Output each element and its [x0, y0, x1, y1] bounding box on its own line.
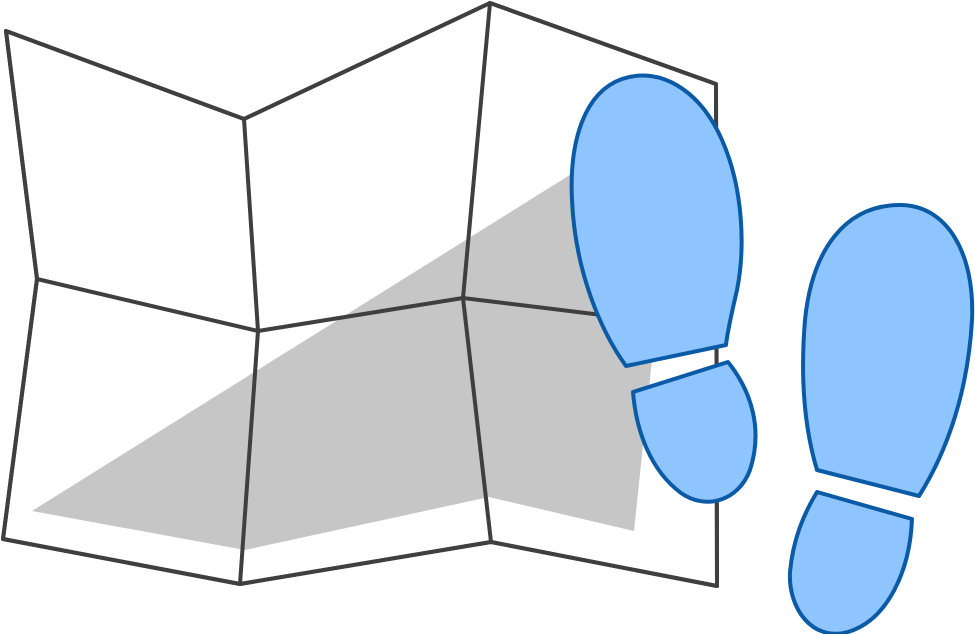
map-fold-horizontal	[35, 277, 604, 333]
right-footprint-heel	[787, 490, 914, 634]
map-shadow	[32, 173, 655, 550]
map-border	[1, 1, 719, 588]
right-footprint-sole	[801, 203, 975, 498]
folded-map-icon	[1, 1, 719, 588]
left-footprint-sole	[569, 73, 744, 368]
left-footprint-heel	[631, 360, 758, 504]
footprints-icon	[569, 73, 975, 634]
